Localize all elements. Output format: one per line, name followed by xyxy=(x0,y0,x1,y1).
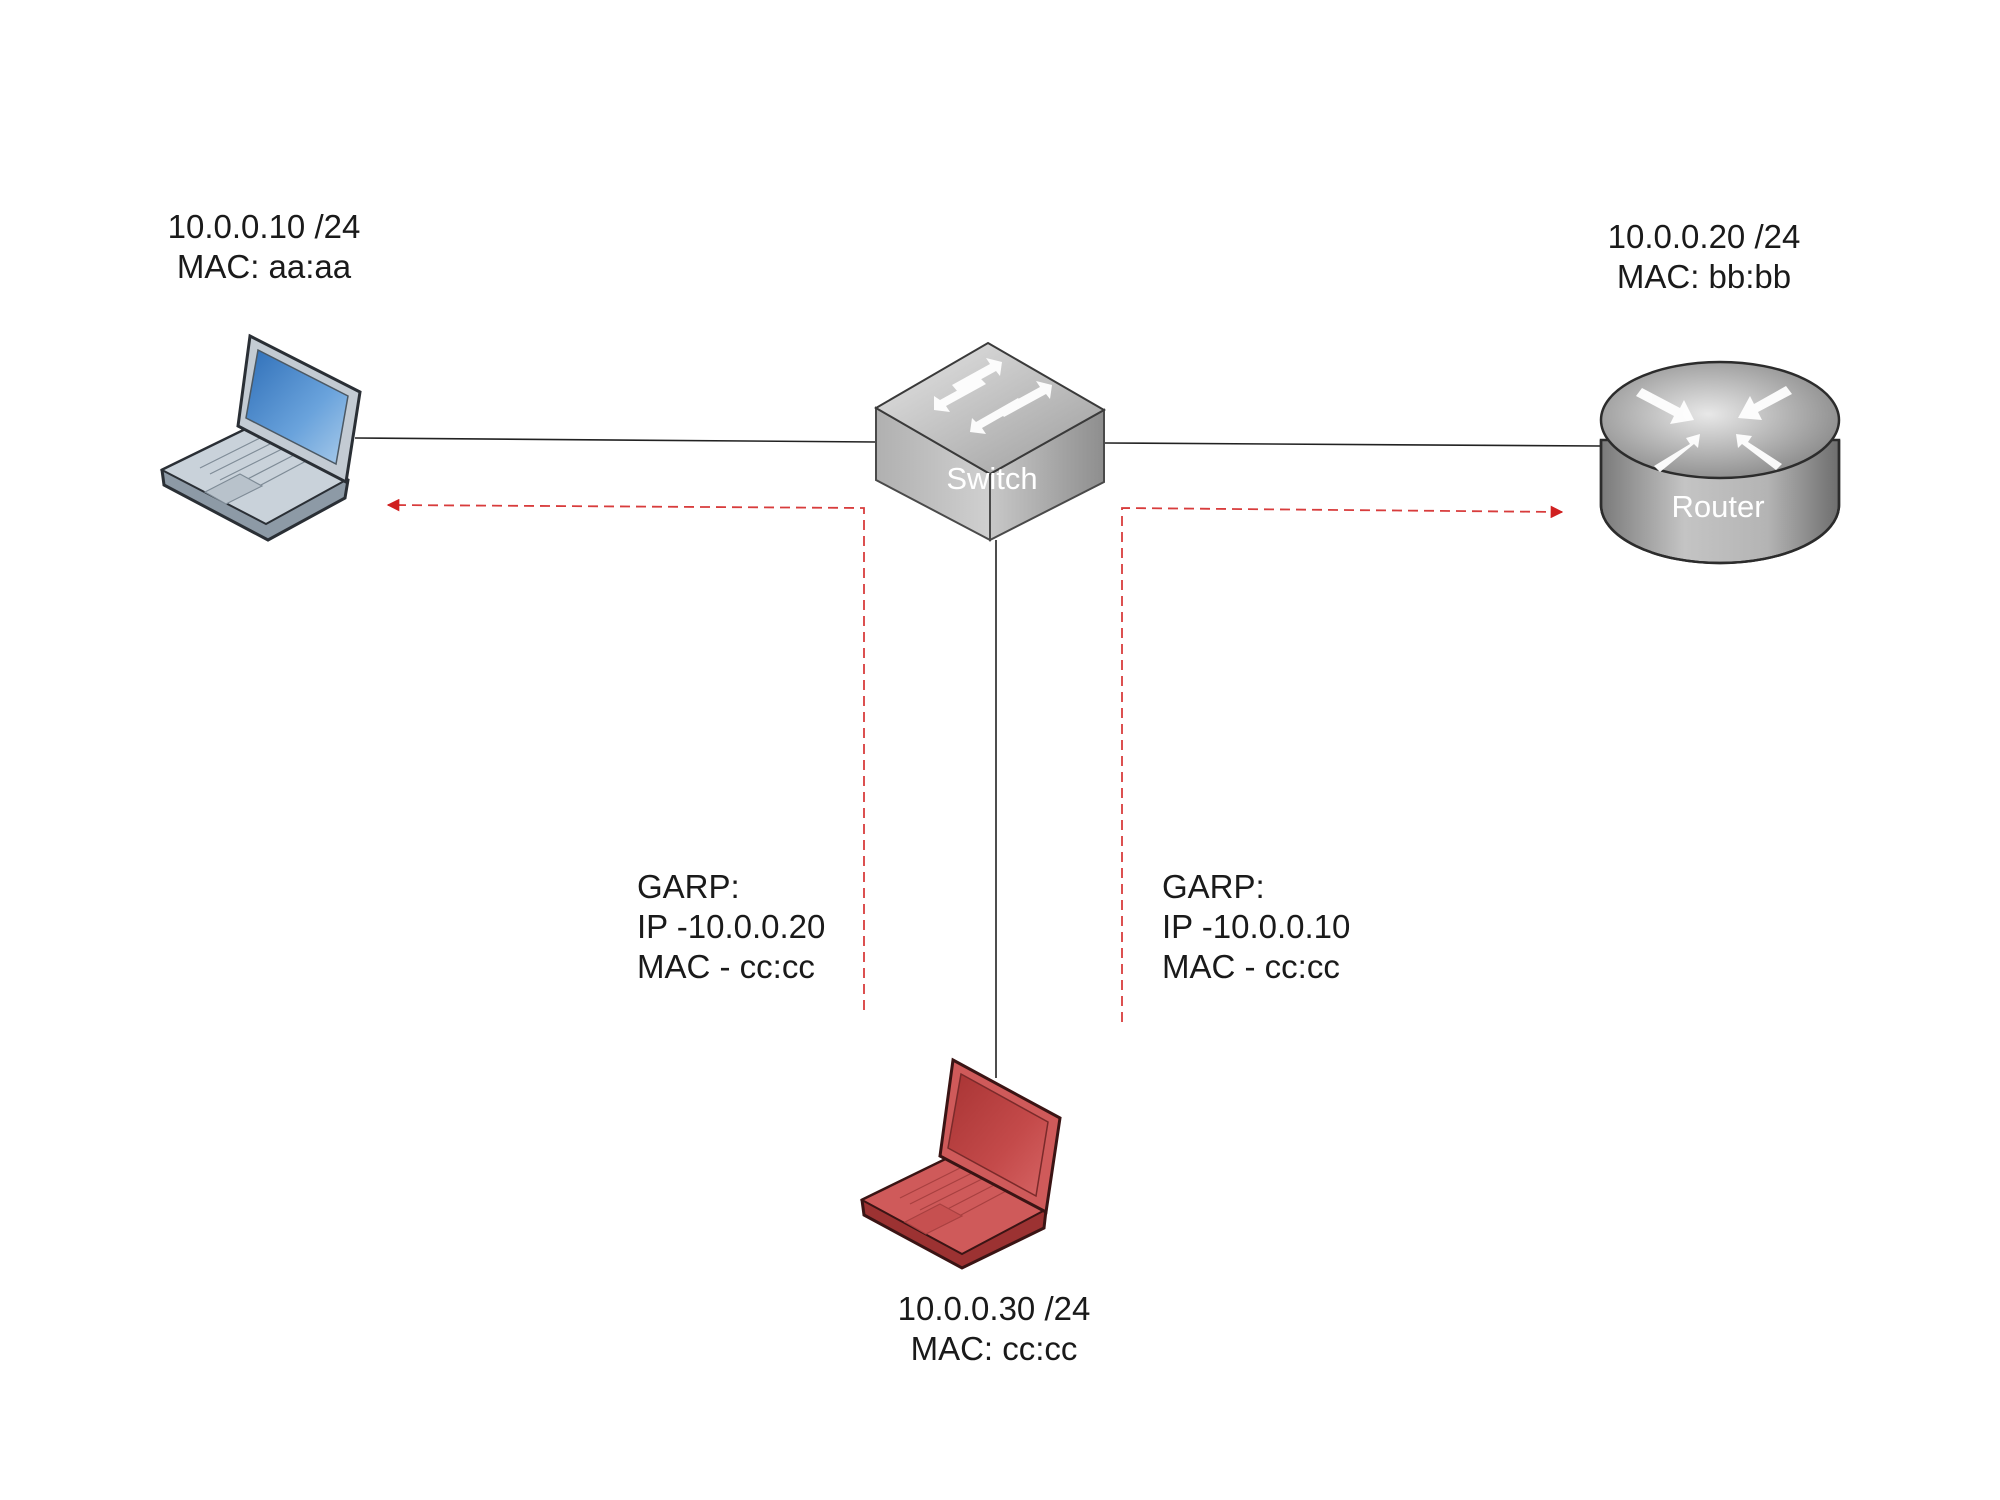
garp-ip: IP -10.0.0.10 xyxy=(1162,908,1350,945)
laptop-icon[interactable] xyxy=(859,1057,1062,1270)
link-switch-router xyxy=(1104,442,1601,447)
attacker-ip: 10.0.0.30 /24 xyxy=(898,1290,1091,1327)
host-a-address-label: 10.0.0.10 /24 MAC: aa:aa xyxy=(168,208,361,285)
router-address-label: 10.0.0.20 /24 MAC: bb:bb xyxy=(1608,218,1801,295)
garp-message-to-host-a: GARP: IP -10.0.0.20 MAC - cc:cc xyxy=(637,868,825,985)
host-a-mac: MAC: aa:aa xyxy=(177,248,352,285)
router-icon[interactable]: Router xyxy=(1599,360,1841,565)
garp-ip: IP -10.0.0.20 xyxy=(637,908,825,945)
garp-title: GARP: xyxy=(1162,868,1265,905)
link-host-a-switch xyxy=(354,437,877,443)
laptop-icon[interactable] xyxy=(159,333,362,542)
garp-arrow-to-host-a xyxy=(386,498,865,1010)
garp-mac: MAC - cc:cc xyxy=(637,948,815,985)
host-a-ip: 10.0.0.10 /24 xyxy=(168,208,361,245)
garp-title: GARP: xyxy=(637,868,740,905)
garp-mac: MAC - cc:cc xyxy=(1162,948,1340,985)
switch-label: Switch xyxy=(946,461,1037,496)
attacker-mac: MAC: cc:cc xyxy=(911,1330,1078,1367)
garp-arrow-to-router xyxy=(1121,505,1564,1022)
router-mac: MAC: bb:bb xyxy=(1617,258,1791,295)
router-label: Router xyxy=(1671,489,1764,524)
garp-message-to-router: GARP: IP -10.0.0.10 MAC - cc:cc xyxy=(1162,868,1350,985)
switch-icon[interactable]: Switch xyxy=(874,341,1107,542)
router-ip: 10.0.0.20 /24 xyxy=(1608,218,1801,255)
attacker-address-label: 10.0.0.30 /24 MAC: cc:cc xyxy=(898,1290,1091,1367)
